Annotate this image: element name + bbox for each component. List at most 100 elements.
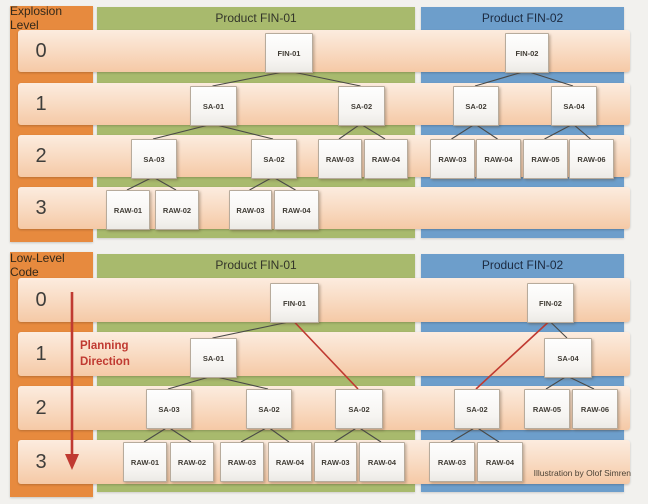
bom-edge [475,426,500,443]
explosion-level-header-label: Explosion Level [10,3,63,32]
bom-node-braw04b: RAW-04 [359,442,405,482]
bom-node-fin01: FIN-01 [265,33,313,73]
bom-node-bsa03: SA-03 [146,389,192,429]
top-level-1-label: 1 [35,93,47,115]
bom-node-bsa01: SA-01 [190,338,237,378]
bom-node-label: SA-02 [466,404,488,414]
bom-node-label: SA-02 [350,101,373,111]
bom-node-sa04: SA-04 [551,86,597,126]
bom-node-bsa02a: SA-02 [246,389,292,429]
bom-node-label: RAW-04 [367,457,397,467]
bom-node-braw04c: RAW-04 [477,442,523,482]
planning-direction-label: Planning Direction [80,340,130,368]
bom-node-label: SA-02 [465,101,487,111]
bom-node-bfin01: FIN-01 [270,283,319,323]
bom-edge [338,123,361,140]
bom-node-braw06: RAW-06 [572,389,618,429]
bom-node-label: RAW-02 [177,457,207,467]
bom-node-bsa02b: SA-02 [335,389,383,429]
bom-node-label: FIN-01 [277,48,301,58]
bom-node-raw04b: RAW-04 [476,139,521,179]
bom-edge [450,426,477,443]
bom-edge [566,375,595,390]
bom-node-sa03: SA-03 [131,139,177,179]
bom-node-label: RAW-05 [531,154,560,164]
bom-edge [212,320,294,339]
bom-node-label: RAW-03 [325,154,355,164]
bom-node-label: RAW-01 [130,457,160,467]
bom-edge [525,70,574,87]
top-product-fin01-label: Product FIN-01 [215,11,297,25]
bom-node-braw01: RAW-01 [123,442,167,482]
bom-edge [167,426,192,443]
bottom-product-fin02-label: Product FIN-02 [481,258,564,272]
bottom-product-fin01-label: Product FIN-01 [215,258,297,272]
bom-node-label: FIN-01 [283,298,306,308]
bom-node-raw01: RAW-01 [106,190,150,230]
bom-node-label: RAW-05 [532,404,562,414]
bom-node-sa02b: SA-02 [453,86,499,126]
bom-node-label: RAW-06 [580,404,610,414]
bom-node-label: SA-02 [258,404,280,414]
bom-node-raw02: RAW-02 [155,190,199,230]
planning-direction-arrow-icon [65,292,79,470]
bom-node-raw04a: RAW-04 [364,139,408,179]
top-product-fin02-header: Product FIN-02 [421,7,624,29]
bom-node-label: SA-01 [202,353,225,363]
bom-node-raw03b: RAW-03 [430,139,475,179]
bom-edge [334,426,359,443]
bom-node-raw04c: RAW-04 [274,190,319,230]
bom-edge [152,123,213,140]
bom-node-label: SA-01 [202,101,225,111]
bom-node-label: SA-04 [563,101,585,111]
bom-node-braw03c: RAW-03 [429,442,475,482]
bom-node-bfin02: FIN-02 [527,283,574,323]
bom-node-braw05: RAW-05 [524,389,570,429]
bom-node-label: RAW-02 [162,205,192,215]
bom-node-sa01: SA-01 [190,86,237,126]
bom-node-label: SA-02 [263,154,285,164]
top-level-1-row [18,83,630,125]
bom-node-bsa04: SA-04 [544,338,592,378]
bom-edge [272,176,296,191]
bom-edge [249,176,274,191]
bom-node-label: FIN-02 [539,298,562,308]
bottom-level-1-label: 1 [35,343,47,365]
bom-edge [572,123,591,140]
bom-node-raw06: RAW-06 [569,139,614,179]
bottom-level-2-label: 2 [35,397,47,419]
bom-node-label: RAW-04 [282,205,311,215]
bom-node-label: RAW-04 [275,457,305,467]
top-level-2-label: 2 [35,145,47,167]
top-level-0-label: 0 [35,40,47,62]
bom-node-raw05: RAW-05 [523,139,568,179]
bom-node-label: RAW-04 [485,457,515,467]
bom-node-label: SA-03 [158,404,180,414]
bom-edge [143,426,169,443]
bom-edge [240,426,269,443]
bom-edge [474,70,527,87]
bom-node-label: SA-03 [143,154,165,164]
bom-node-label: RAW-03 [321,457,350,467]
bom-edge [451,123,476,140]
bom-edge-red [292,320,359,390]
bom-node-braw03b: RAW-03 [314,442,357,482]
bom-node-bsa02c: SA-02 [454,389,500,429]
bottom-level-0-label: 0 [35,289,47,311]
low-level-code-header-label: Low-Level Code [10,250,65,279]
bom-edge [212,70,289,87]
bom-node-label: RAW-03 [227,457,257,467]
bom-node-label: SA-04 [557,353,579,363]
bom-node-braw03a: RAW-03 [220,442,264,482]
bom-node-fin02: FIN-02 [505,33,549,73]
bom-node-braw04a: RAW-04 [268,442,312,482]
bom-node-label: SA-02 [348,404,370,414]
bom-edge [474,123,498,140]
bom-node-label: RAW-03 [438,154,467,164]
bom-node-label: RAW-06 [577,154,606,164]
bom-edge-red [475,320,551,390]
low-level-code-header: Low-Level Code [10,250,93,279]
illustration-credit: Illustration by Olof Simren [533,468,631,478]
